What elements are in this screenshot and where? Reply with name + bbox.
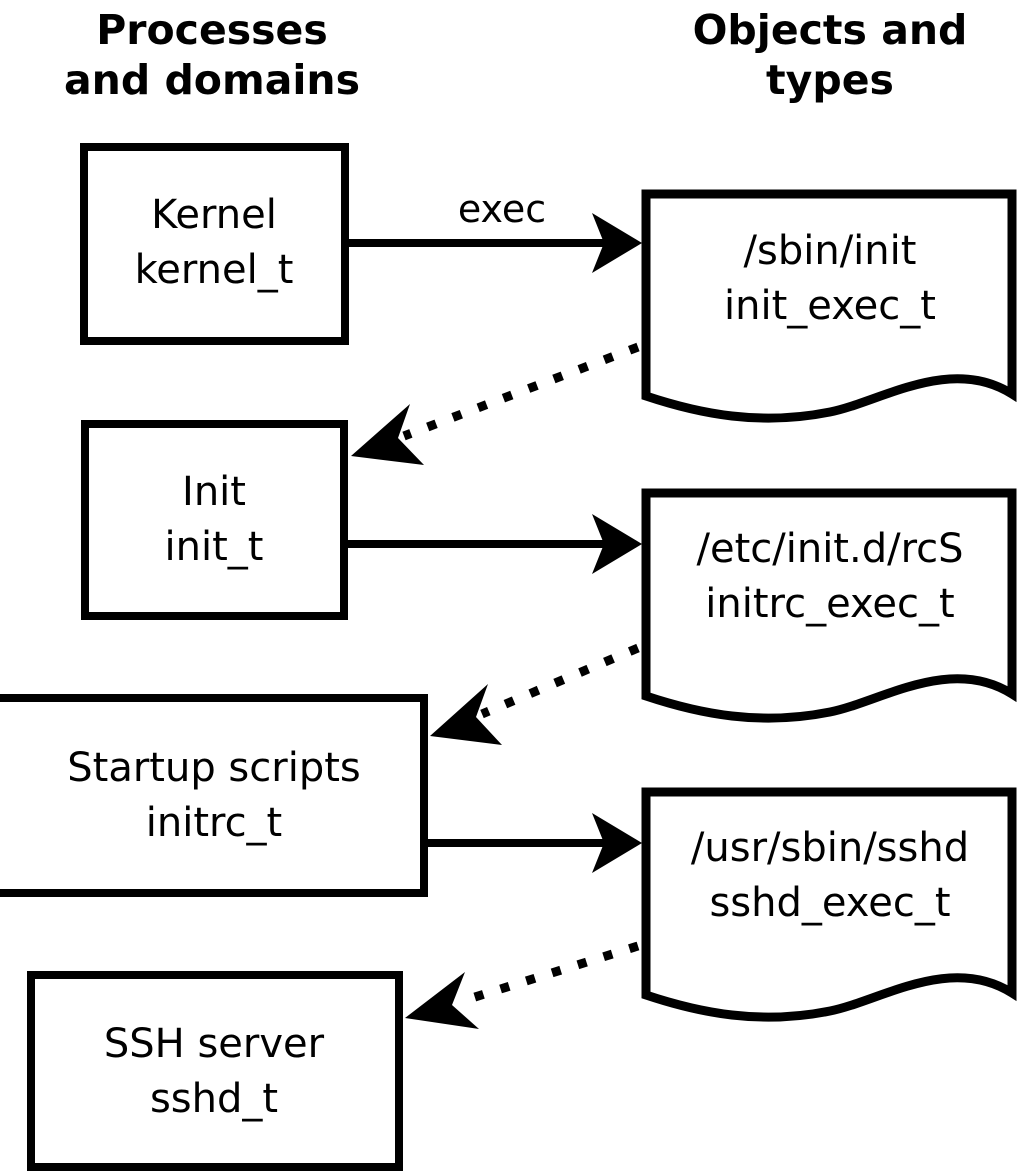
- object-node-initrc_exec-doc-shape[interactable]: [641, 488, 1017, 723]
- process-node-kernel-title: Kernel: [151, 192, 277, 238]
- edge-line-init_exec-init: [402, 342, 640, 441]
- edge-line-initrc_exec-initrc: [480, 643, 640, 719]
- object-node-init_exec-path: /sbin/init: [744, 228, 917, 274]
- column-header-processes-line2: and domains: [64, 56, 360, 104]
- object-node-sshd_exec-path: /usr/sbin/sshd: [691, 825, 969, 871]
- edge-line-sshd_exec-sshd: [457, 941, 640, 1007]
- arrowhead-init_exec-init: [351, 404, 424, 465]
- process-node-init-title: Init: [182, 469, 246, 515]
- process-node-init-type: init_t: [165, 524, 264, 570]
- edge-label-exec: exec: [458, 187, 546, 231]
- object-node-init_exec-type: init_exec_t: [724, 283, 936, 329]
- edge-init-exec-initrc_exec: [348, 514, 642, 574]
- process-node-sshd[interactable]: SSH server sshd_t: [27, 971, 403, 1171]
- process-node-init-box[interactable]: [81, 420, 348, 620]
- process-node-kernel-type: kernel_t: [135, 247, 294, 293]
- column-header-objects-line1: Objects and: [693, 6, 968, 54]
- object-node-sshd_exec-type: sshd_exec_t: [709, 880, 950, 926]
- object-node-sshd_exec-doc-shape[interactable]: [641, 787, 1017, 1022]
- process-node-initrc[interactable]: Startup scripts initrc_t: [0, 694, 428, 897]
- process-node-initrc-box[interactable]: [0, 694, 428, 897]
- process-node-sshd-type: sshd_t: [150, 1076, 278, 1122]
- process-node-init[interactable]: Init init_t: [81, 420, 348, 620]
- process-node-initrc-title: Startup scripts: [67, 745, 360, 791]
- process-node-sshd-box[interactable]: [27, 971, 403, 1171]
- edge-initrc_exec-transition-initrc: [430, 643, 640, 745]
- process-node-kernel-box[interactable]: [80, 143, 349, 345]
- object-node-init_exec[interactable]: /sbin/init init_exec_t: [641, 189, 1017, 423]
- object-node-sshd_exec[interactable]: /usr/sbin/sshd sshd_exec_t: [641, 787, 1017, 1022]
- edge-initrc-exec-sshd_exec: [427, 813, 642, 873]
- object-node-initrc_exec-path: /etc/init.d/rcS: [696, 526, 963, 572]
- arrowhead-initrc-sshd_exec: [592, 813, 642, 873]
- edge-kernel-exec-init_exec: exec: [349, 187, 642, 273]
- column-header-objects-line2: types: [766, 56, 894, 104]
- process-node-initrc-type: initrc_t: [146, 800, 283, 846]
- object-node-initrc_exec[interactable]: /etc/init.d/rcS initrc_exec_t: [641, 488, 1017, 723]
- object-node-init_exec-doc-shape[interactable]: [641, 189, 1017, 423]
- column-header-objects: Objects and types: [693, 6, 968, 104]
- edge-sshd_exec-transition-sshd: [405, 941, 640, 1029]
- column-header-processes: Processes and domains: [64, 6, 360, 104]
- process-node-sshd-title: SSH server: [104, 1021, 325, 1067]
- object-node-initrc_exec-type: initrc_exec_t: [705, 581, 954, 627]
- arrowhead-initrc_exec-initrc: [430, 684, 502, 745]
- edge-init_exec-transition-init: [351, 342, 640, 465]
- column-header-processes-line1: Processes: [96, 6, 328, 54]
- arrowhead-sshd_exec-sshd: [405, 972, 479, 1029]
- process-node-kernel[interactable]: Kernel kernel_t: [80, 143, 349, 345]
- arrowhead-kernel-init_exec: [592, 213, 642, 273]
- arrowhead-init-initrc_exec: [592, 514, 642, 574]
